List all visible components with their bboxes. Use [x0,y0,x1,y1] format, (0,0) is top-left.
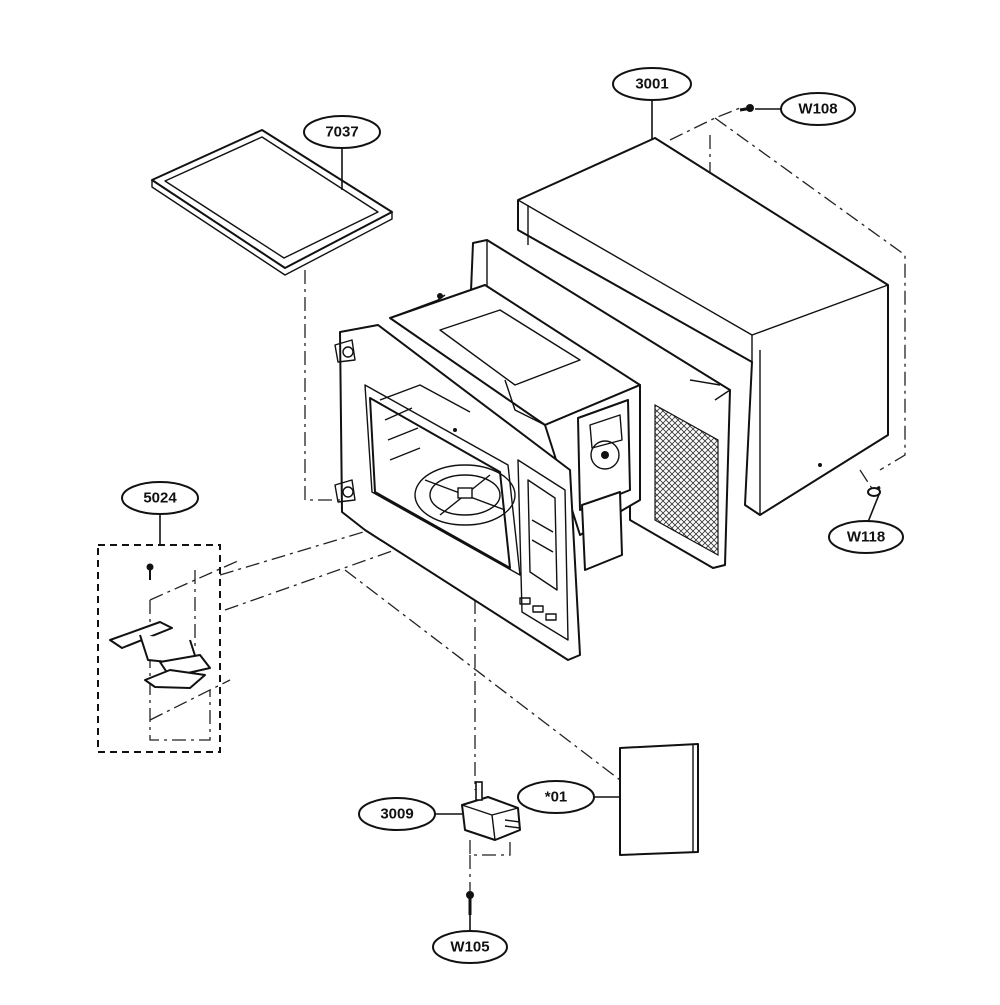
callout-label: 3001 [635,76,668,93]
screw-W108 [739,104,754,112]
callout-label: 3009 [380,806,413,823]
callout-W108: W108 [780,92,856,126]
callout-7037: 7037 [303,115,381,149]
callout-W118: W118 [828,520,904,554]
glass-tray-part [151,129,393,276]
motor-part-3009 [461,781,521,841]
callout-label: 5024 [143,490,177,507]
callout-label: W105 [450,939,489,956]
callout-leader-lines [159,98,881,932]
callout-label: W108 [798,101,837,118]
callout-01: *01 [517,780,595,814]
oven-cavity-part [334,284,641,661]
outer-case-part [517,137,889,516]
callout-5024: 5024 [121,481,199,515]
callout-3009: 3009 [358,797,436,831]
callout-label: 7037 [325,124,358,141]
callout-3001: 3001 [612,67,692,101]
manual-booklet-part [619,743,699,856]
bracket-assembly-5024 [97,544,221,753]
screw-W105 [466,891,474,915]
callout-label: *01 [545,789,568,806]
callout-label: W118 [847,529,885,546]
callout-W105: W105 [432,930,508,964]
